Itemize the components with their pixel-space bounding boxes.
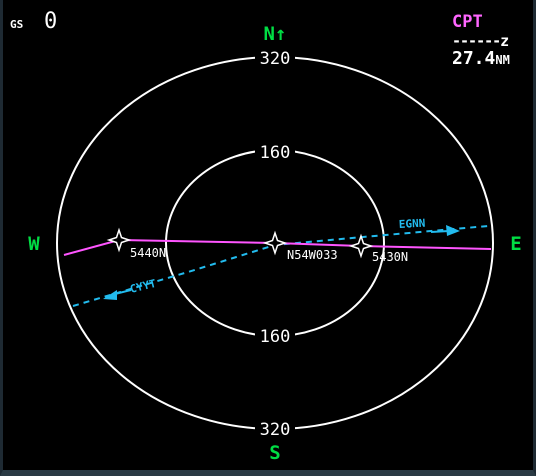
active-waypoint-name: CPT (452, 12, 483, 32)
inner-top-label-bg (255, 140, 295, 162)
secondary-route-end-arrow (446, 225, 460, 236)
secondary-route-end-arrow-shaft (430, 230, 450, 233)
map-display: 320 160 160 320 N↑ S E W EGNN CYYT 5440N… (28, 23, 521, 464)
secondary-route-start-arrow-shaft (114, 289, 132, 295)
waypoint-icon-3 (348, 233, 374, 259)
range-inner-bottom: 160 (260, 327, 291, 347)
inner-bottom-label-bg (255, 325, 295, 347)
ground-speed-value: 0 (44, 9, 58, 34)
distance-unit: NM (495, 53, 510, 67)
compass-south: S (269, 442, 280, 464)
active-waypoint-eta: ------z (452, 32, 509, 50)
distance-value: 27.4 (452, 48, 496, 69)
waypoint-icon-1 (106, 227, 132, 253)
outer-top-label-bg (255, 46, 295, 68)
outer-bottom-label-bg (255, 418, 295, 440)
ground-speed-label: GS (10, 18, 24, 31)
waypoint-label-3: 5430N (372, 250, 408, 264)
compass-west: W (28, 233, 40, 255)
range-outer-top: 320 (260, 49, 291, 69)
secondary-route-end-label: EGNN (398, 217, 425, 231)
compass-north: N↑ (264, 23, 287, 45)
waypoint-label-1: 5440N (130, 246, 166, 260)
waypoint-label-2: N54W033 (287, 248, 338, 262)
range-inner-top: 160 (260, 143, 291, 163)
active-waypoint-distance: 27.4NM (452, 48, 510, 69)
secondary-route-start-arrow (103, 290, 117, 300)
waypoint-icon-2 (262, 230, 288, 256)
secondary-route-start-label: CYYT (129, 277, 158, 296)
compass-east: E (510, 233, 521, 255)
range-outer-bottom: 320 (260, 420, 291, 440)
